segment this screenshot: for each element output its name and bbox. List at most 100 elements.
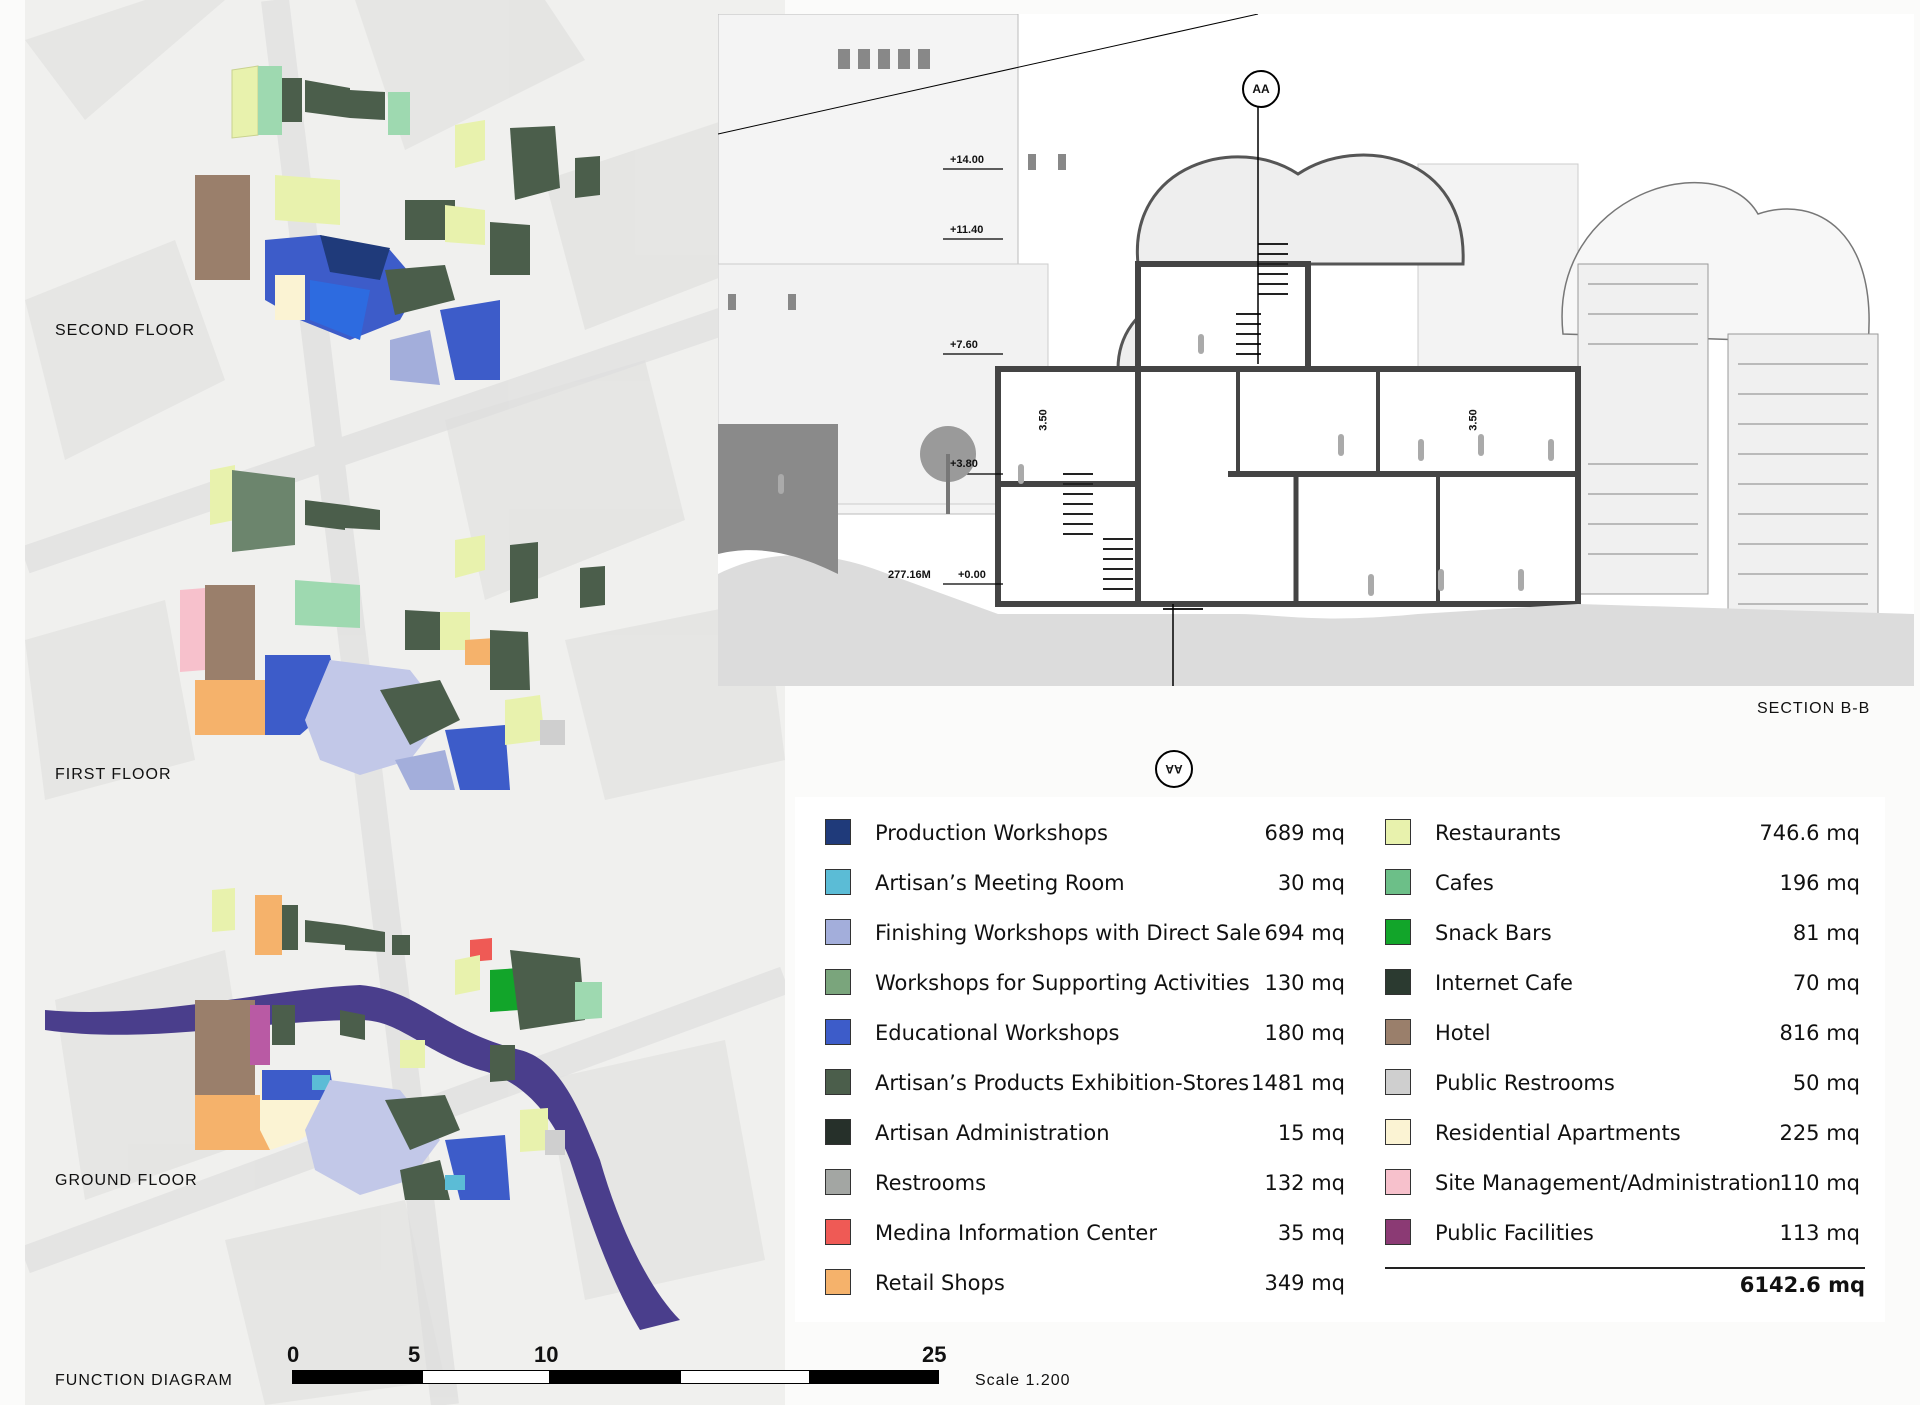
legend-value: 1481 mq bbox=[1251, 1071, 1345, 1095]
legend-value: 35 mq bbox=[1277, 1221, 1345, 1245]
legend-value: 15 mq bbox=[1277, 1121, 1345, 1145]
second-floor-plan bbox=[195, 65, 600, 385]
legend-label: Hotel bbox=[1435, 1021, 1491, 1045]
legend-item: Artisan Administration 15 mq bbox=[825, 1119, 1345, 1169]
legend-item: Production Workshops 689 mq bbox=[825, 819, 1345, 869]
legend-value: 130 mq bbox=[1264, 971, 1345, 995]
legend-swatch bbox=[825, 819, 851, 845]
legend-label: Artisan’s Meeting Room bbox=[875, 871, 1125, 895]
scale-segment bbox=[422, 1370, 550, 1384]
legend-label: Restrooms bbox=[875, 1171, 987, 1195]
scale-tick-label: 25 bbox=[922, 1342, 947, 1367]
legend-label: Public Facilities bbox=[1435, 1221, 1594, 1245]
legend-label: Educational Workshops bbox=[875, 1021, 1120, 1045]
legend-label: Workshops for Supporting Activities bbox=[875, 971, 1250, 995]
legend-right-column: Restaurants 746.6 mq Cafes 196 mq Snack Bars… bbox=[1385, 819, 1860, 1269]
legend-swatch bbox=[1385, 1219, 1411, 1245]
legend-value: 349 mq bbox=[1264, 1271, 1345, 1295]
legend-value: 30 mq bbox=[1277, 871, 1345, 895]
elevation-label: +14.00 bbox=[950, 154, 984, 166]
legend-label: Artisan’s Products Exhibition-Stores bbox=[875, 1071, 1250, 1095]
legend-value: 70 mq bbox=[1792, 971, 1860, 995]
legend-swatch bbox=[825, 969, 851, 995]
scale-segment bbox=[809, 1370, 939, 1384]
legend-swatch bbox=[1385, 919, 1411, 945]
section-marker-bottom: AA bbox=[1155, 750, 1193, 788]
ground-floor-label: GROUND FLOOR bbox=[55, 1172, 198, 1189]
scale-label: Scale 1.200 bbox=[975, 1372, 1071, 1389]
legend-label: Finishing Workshops with Direct Sale bbox=[875, 921, 1261, 945]
legend-label: Medina Information Center bbox=[875, 1221, 1157, 1245]
scale-segment bbox=[292, 1370, 423, 1384]
second-floor-label: SECOND FLOOR bbox=[55, 322, 196, 339]
elevation-label: +7.60 bbox=[950, 339, 978, 351]
section-title: SECTION B-B bbox=[1757, 700, 1871, 717]
function-diagram-label: FUNCTION DIAGRAM bbox=[55, 1372, 233, 1389]
legend-swatch bbox=[1385, 969, 1411, 995]
height-label: 3.50 bbox=[1037, 409, 1050, 431]
section-marker-top: AA bbox=[1242, 70, 1280, 108]
legend-value: 816 mq bbox=[1779, 1021, 1860, 1045]
legend-item: Snack Bars 81 mq bbox=[1385, 919, 1860, 969]
legend-swatch bbox=[1385, 1069, 1411, 1095]
legend-item: Cafes 196 mq bbox=[1385, 869, 1860, 919]
site-context-blocks bbox=[25, 0, 785, 1405]
legend-swatch bbox=[825, 919, 851, 945]
legend-label: Production Workshops bbox=[875, 821, 1108, 845]
scale-tick-label: 0 bbox=[287, 1342, 300, 1367]
legend-value: 81 mq bbox=[1792, 921, 1860, 945]
legend-item: Public Restrooms 50 mq bbox=[1385, 1069, 1860, 1119]
section-marker-text: AA bbox=[1165, 762, 1183, 776]
first-floor-label: FIRST FLOOR bbox=[55, 766, 172, 783]
elevation-label: +0.00 bbox=[958, 569, 986, 581]
legend-value: 50 mq bbox=[1792, 1071, 1860, 1095]
total-area: 6142.6 mq bbox=[1739, 1273, 1865, 1297]
legend-value: 694 mq bbox=[1264, 921, 1345, 945]
legend-swatch bbox=[825, 869, 851, 895]
legend-value: 746.6 mq bbox=[1759, 821, 1860, 845]
section-drawing: +14.00 +11.40 +7.60 +3.80 +0.00 277.16M … bbox=[718, 14, 1914, 686]
legend-swatch bbox=[1385, 869, 1411, 895]
legend-item: Restrooms 132 mq bbox=[825, 1169, 1345, 1219]
legend-label: Site Management/Administration bbox=[1435, 1171, 1782, 1195]
legend-swatch bbox=[825, 1019, 851, 1045]
height-label: 3.50 bbox=[1467, 409, 1480, 431]
legend-value: 113 mq bbox=[1779, 1221, 1860, 1245]
legend-item: Medina Information Center 35 mq bbox=[825, 1219, 1345, 1269]
legend-label: Cafes bbox=[1435, 871, 1494, 895]
legend-item: Internet Cafe 70 mq bbox=[1385, 969, 1860, 1019]
elevation-label: +11.40 bbox=[950, 224, 984, 236]
legend-label: Artisan Administration bbox=[875, 1121, 1110, 1145]
legend-value: 132 mq bbox=[1264, 1171, 1345, 1195]
total-rule bbox=[1385, 1267, 1865, 1269]
section-marker-text: AA bbox=[1252, 82, 1270, 96]
legend-item: Artisan’s Meeting Room 30 mq bbox=[825, 869, 1345, 919]
legend-value: 196 mq bbox=[1779, 871, 1860, 895]
legend-swatch bbox=[825, 1069, 851, 1095]
legend-value: 180 mq bbox=[1264, 1021, 1345, 1045]
legend-label: Residential Apartments bbox=[1435, 1121, 1681, 1145]
legend-label: Retail Shops bbox=[875, 1271, 1005, 1295]
legend-label: Restaurants bbox=[1435, 821, 1561, 845]
legend-item: Educational Workshops 180 mq bbox=[825, 1019, 1345, 1069]
legend-item: Restaurants 746.6 mq bbox=[1385, 819, 1860, 869]
floor-plans-drawing bbox=[45, 65, 680, 1330]
scale-segment bbox=[680, 1370, 810, 1384]
legend-swatch bbox=[1385, 1019, 1411, 1045]
legend-value: 689 mq bbox=[1264, 821, 1345, 845]
legend-value: 110 mq bbox=[1779, 1171, 1860, 1195]
legend-label: Internet Cafe bbox=[1435, 971, 1573, 995]
legend-swatch bbox=[825, 1269, 851, 1295]
elevation-label: 277.16M bbox=[888, 569, 931, 581]
legend-item: Workshops for Supporting Activities 130 m… bbox=[825, 969, 1345, 1019]
legend-label: Public Restrooms bbox=[1435, 1071, 1615, 1095]
legend-panel: Production Workshops 689 mq Artisan’s Meet… bbox=[795, 797, 1885, 1322]
legend-label: Snack Bars bbox=[1435, 921, 1552, 945]
legend-swatch bbox=[825, 1219, 851, 1245]
legend-item: Retail Shops 349 mq bbox=[825, 1269, 1345, 1319]
first-floor-plan bbox=[180, 465, 605, 790]
